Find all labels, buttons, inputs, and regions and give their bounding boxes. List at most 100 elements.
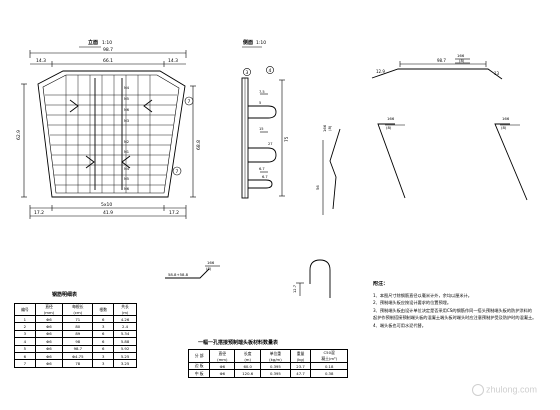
front-dim-top-1: 66.1 bbox=[103, 58, 113, 64]
rebar-table-header: 每根长 (cm) bbox=[62, 303, 94, 316]
rebar-table-cell: 5.25 bbox=[113, 351, 137, 361]
notes-heading: 附注： bbox=[373, 281, 389, 287]
note-item: 3、预制端头板由设计单位决定是否采用CS的钢筋作同一搭头预制端头板的防护涂料的 bbox=[373, 307, 532, 313]
rebar-table-cell: 6 bbox=[92, 337, 115, 346]
detail-label: (8) bbox=[386, 125, 392, 130]
bar-label: N3 bbox=[124, 119, 129, 123]
rebar-table-cell: 5.92 bbox=[113, 344, 137, 353]
circled-number: 7 bbox=[176, 169, 179, 175]
front-dim-left: 62.9 bbox=[16, 130, 22, 140]
detail-label: 166 bbox=[322, 124, 327, 132]
material-table-header: 长度 (m) bbox=[234, 349, 262, 363]
rebar-table-cell: 5.88 bbox=[113, 337, 137, 346]
hook-label: (8) bbox=[206, 266, 212, 271]
material-table-cell: Φ6 bbox=[209, 369, 236, 378]
material-table-header: 分 部 bbox=[187, 349, 211, 363]
side-dim: 27 bbox=[268, 142, 273, 146]
side-dim: 6.7 bbox=[262, 175, 268, 179]
bar-label: N5 bbox=[124, 97, 129, 101]
material-table: 分 部直径 (mm)长度 (m)单位重 (kg/m)重量 (kg)C50混 凝土… bbox=[187, 349, 348, 378]
side-dim: 75 bbox=[284, 136, 289, 142]
detail-label: 13 bbox=[494, 71, 500, 76]
material-table-header: C50混 凝土(m³) bbox=[310, 349, 348, 363]
rebar-table-cell: 5.34 bbox=[113, 329, 137, 339]
detail-label: 98.7 bbox=[437, 58, 446, 63]
rebar-table-cell: 7 bbox=[14, 359, 36, 368]
rebar-table-header: 共长 (m) bbox=[113, 303, 137, 316]
rebar-table-cell: Φ6 bbox=[34, 329, 64, 339]
bar-label: N6 bbox=[124, 187, 130, 191]
material-table-cell: 0.18 bbox=[310, 361, 348, 371]
detail-label: 56 bbox=[315, 185, 320, 190]
rebar-table-cell: 3 bbox=[14, 329, 36, 339]
material-table-header: 直径 (mm) bbox=[209, 349, 236, 363]
material-table-cell: 60.0 bbox=[234, 361, 262, 371]
material-table-cell: 0.395 bbox=[260, 361, 291, 371]
detail-label: 166 bbox=[387, 116, 395, 121]
front-dim-bottom-0: 17.2 bbox=[34, 210, 44, 216]
rebar-table-cell: 3 bbox=[92, 359, 115, 368]
rebar-table-cell: Φ6 bbox=[34, 351, 64, 361]
note-item: 1、本图尺寸除钢筋直径以毫米计外，余均以厘米计。 bbox=[373, 292, 472, 298]
notes: 附注： 1、本图尺寸除钢筋直径以毫米计外，余均以厘米计。 2、预制端头板应按设计… bbox=[373, 281, 553, 330]
material-table-header: 重量 (kg) bbox=[289, 349, 312, 363]
hook-label: 166 bbox=[207, 260, 215, 265]
note-item: 起护作预制搭接预制端头板的混凝土端头板时端头时应注意预制护受及防护时的混凝土。 bbox=[373, 315, 537, 321]
front-dim-right: 68.8 bbox=[196, 140, 202, 150]
material-table-cell: 120.6 bbox=[234, 369, 262, 378]
rebar-table-cell: 5 bbox=[14, 344, 36, 353]
rebar-table-title: 钢筋明细表 bbox=[52, 292, 78, 298]
material-table-cell: 边 板 bbox=[187, 361, 211, 371]
rebar-table-header: 直径 (mm) bbox=[34, 303, 64, 316]
rebar-table-cell: 80 bbox=[62, 322, 94, 331]
side-dim: 6.7 bbox=[259, 167, 265, 171]
front-dim-top-0: 14.3 bbox=[36, 58, 46, 64]
material-table-cell: 47.7 bbox=[289, 369, 312, 378]
rebar-table-cell: 1 bbox=[14, 314, 36, 324]
rebar-table-cell: 3.25 bbox=[113, 359, 137, 368]
circled-number: 7 bbox=[188, 99, 191, 105]
side-dim: 5 bbox=[259, 101, 261, 105]
rebar-table-cell: Φ4.75 bbox=[62, 351, 94, 361]
circled-number: 4 bbox=[269, 68, 272, 74]
rebar-table-cell: 3 bbox=[92, 351, 115, 361]
material-table-cell: 0.395 bbox=[260, 369, 291, 378]
side-dim: 15 bbox=[259, 127, 264, 131]
material-table-title: 一幅一孔搭接预制端头板材料数量表 bbox=[198, 340, 279, 346]
detail-label: 166 bbox=[502, 116, 510, 121]
front-dim-overall: 98.7 bbox=[103, 47, 113, 53]
material-table-cell: 0.38 bbox=[310, 369, 348, 378]
front-dim-bottom-2: 17.2 bbox=[169, 210, 179, 216]
bar-label: N2 bbox=[124, 140, 129, 144]
rebar-table-cell: Φ6 bbox=[34, 359, 64, 368]
front-dim-bottom-overall: 5x10 bbox=[101, 202, 112, 208]
rebar-table-cell: Φ6 bbox=[34, 322, 64, 331]
hook-label: 58.8+58.8 bbox=[168, 272, 189, 277]
detail-label: 166 bbox=[457, 53, 465, 58]
material-table-cell: 中 板 bbox=[187, 369, 211, 378]
rebar-table-cell: 3 bbox=[92, 322, 115, 331]
side-dim: 7.5 bbox=[259, 90, 265, 94]
front-dim-bottom-1: 41.9 bbox=[103, 210, 113, 216]
front-view-scale: 1:10 bbox=[102, 40, 112, 46]
bar-label: N5 bbox=[124, 177, 129, 181]
front-dim-top-2: 14.3 bbox=[168, 58, 178, 64]
rebar-table-cell: Φ6 bbox=[34, 314, 64, 324]
rebar-table-header: 编号 bbox=[14, 303, 36, 316]
detail-label: (8) bbox=[327, 125, 332, 131]
material-table-cell: 23.7 bbox=[289, 361, 312, 371]
rebar-table-cell: Φ6 bbox=[34, 337, 64, 346]
circled-number: 3 bbox=[246, 70, 249, 76]
rebar-table-header: 根数 bbox=[92, 303, 115, 316]
detail-label: 12.9 bbox=[376, 69, 385, 74]
rebar-table-cell: 4 bbox=[14, 337, 36, 346]
rebar-table-cell: 6 bbox=[92, 344, 115, 353]
note-item: 2、预制端头板应按设计要求的位置预埋。 bbox=[373, 300, 452, 306]
watermark-logo-icon bbox=[472, 384, 484, 396]
rebar-table-cell: 6 bbox=[92, 329, 115, 339]
